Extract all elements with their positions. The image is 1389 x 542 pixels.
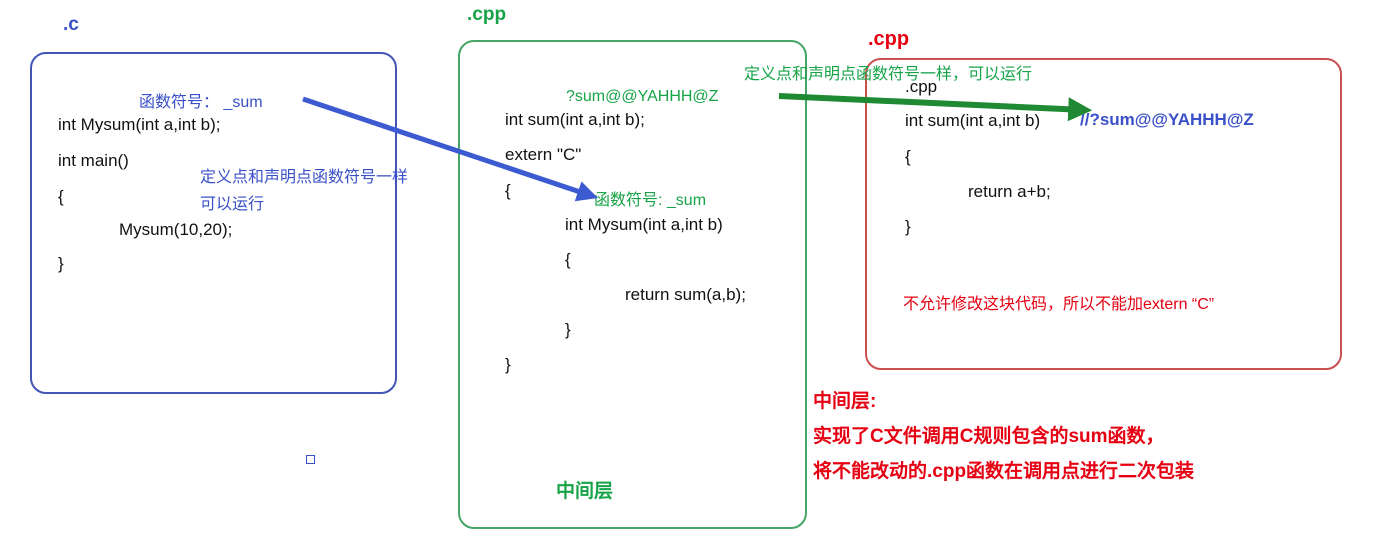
right-cpp-title: .cpp	[868, 28, 910, 50]
c-code-line: int main()	[58, 151, 129, 170]
summary-line1: 中间层:	[813, 391, 877, 412]
c-linkage-note-line2: 可以运行	[200, 196, 265, 213]
c-file-box	[30, 52, 397, 394]
middle-code-line: extern "C"	[505, 145, 582, 164]
middle-cpp-title: .cpp	[467, 4, 507, 25]
right-inline-comment: //?sum@@YAHHH@Z	[1080, 110, 1254, 129]
stray-square-mark	[306, 455, 315, 464]
right-code-line: }	[905, 217, 911, 236]
summary-line2: 实现了C文件调用C规则包含的sum函数，	[813, 426, 1165, 447]
middle-code-line: int sum(int a,int b);	[505, 110, 645, 129]
middle-cpp-box	[458, 40, 807, 529]
middle-code-line: int Mysum(int a,int b)	[565, 215, 723, 234]
right-code-line: int sum(int a,int b)	[905, 111, 1041, 130]
right-code-line: return a+b;	[968, 182, 1051, 201]
middle-code-line: {	[565, 250, 571, 269]
right-code-line: {	[905, 147, 911, 166]
middle-code-line: }	[505, 355, 511, 374]
middle-code-line: }	[565, 320, 571, 339]
middle-mangled-symbol-note: ?sum@@YAHHH@Z	[566, 88, 719, 105]
c-linkage-note-line1: 定义点和声明点函数符号一样	[200, 169, 409, 186]
middle-layer-label: 中间层	[556, 481, 614, 502]
c-code-line: int Mysum(int a,int b);	[58, 115, 221, 134]
c-code-line: }	[58, 254, 64, 273]
right-cpp-box	[865, 58, 1342, 370]
summary-line3: 将不能改动的.cpp函数在调用点进行二次包装	[813, 461, 1195, 482]
c-symbol-note: 函数符号： _sum	[139, 94, 263, 111]
middle-code-line: {	[505, 181, 511, 200]
right-top-note: 定义点和声明点函数符号一样，可以运行	[744, 66, 1033, 83]
middle-symbol-note: 函数符号: _sum	[594, 192, 707, 209]
right-warning-note: 不允许修改这块代码，所以不能加extern “C”	[903, 296, 1215, 313]
c-file-title: .c	[63, 14, 79, 35]
middle-code-line: return sum(a,b);	[625, 285, 746, 304]
c-code-line: Mysum(10,20);	[119, 220, 233, 239]
c-code-line: {	[58, 187, 64, 206]
right-inner-label: .cpp	[905, 77, 938, 96]
